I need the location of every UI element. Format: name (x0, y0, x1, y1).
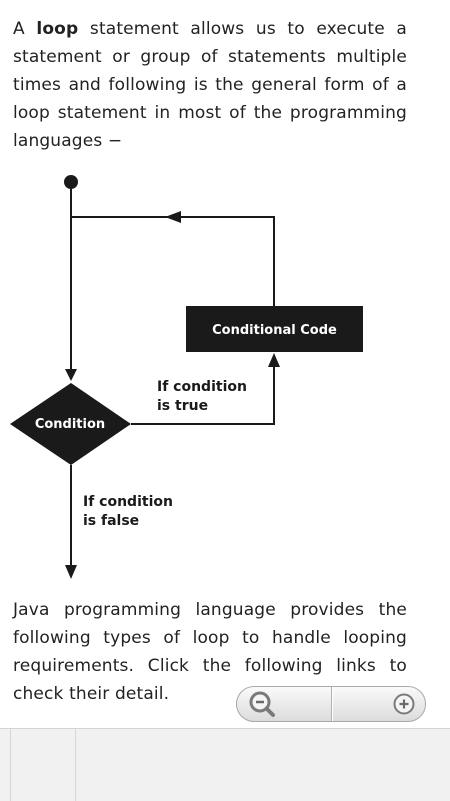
intro-bold-word: loop (36, 19, 79, 39)
bottom-panel-cell (10, 729, 76, 801)
arrow-to-condition (65, 369, 77, 381)
bottom-panel (0, 728, 450, 801)
true-label-line2: is true (157, 398, 208, 414)
loop-back-line (71, 216, 275, 306)
outro-paragraph: Java programming language provides the f… (13, 600, 407, 704)
intro-paragraph: A loop statement allows us to execute a … (13, 15, 407, 155)
loop-back-arrow (165, 211, 181, 223)
zoom-in-button[interactable] (331, 687, 426, 721)
conditional-code-box (186, 306, 363, 352)
false-label-line2: is false (83, 513, 139, 529)
intro-prefix: A (13, 19, 37, 39)
zoom-out-button[interactable] (237, 687, 332, 721)
zoom-out-icon (249, 691, 275, 717)
false-path-arrow (65, 565, 77, 579)
condition-label: Condition (35, 417, 105, 432)
true-label-line1: If condition (157, 379, 247, 395)
conditional-code-label: Conditional Code (212, 323, 337, 338)
intro-suffix: statement allows us to execute a stateme… (13, 19, 407, 151)
loop-flowchart: Conditional Code Condition If condition … (10, 175, 363, 579)
zoom-in-icon (393, 693, 415, 715)
condition-diamond (10, 383, 131, 465)
true-path-line (131, 365, 275, 425)
zoom-controls (236, 686, 426, 722)
false-label-line1: If condition (83, 494, 173, 510)
true-path-arrow (268, 353, 280, 367)
